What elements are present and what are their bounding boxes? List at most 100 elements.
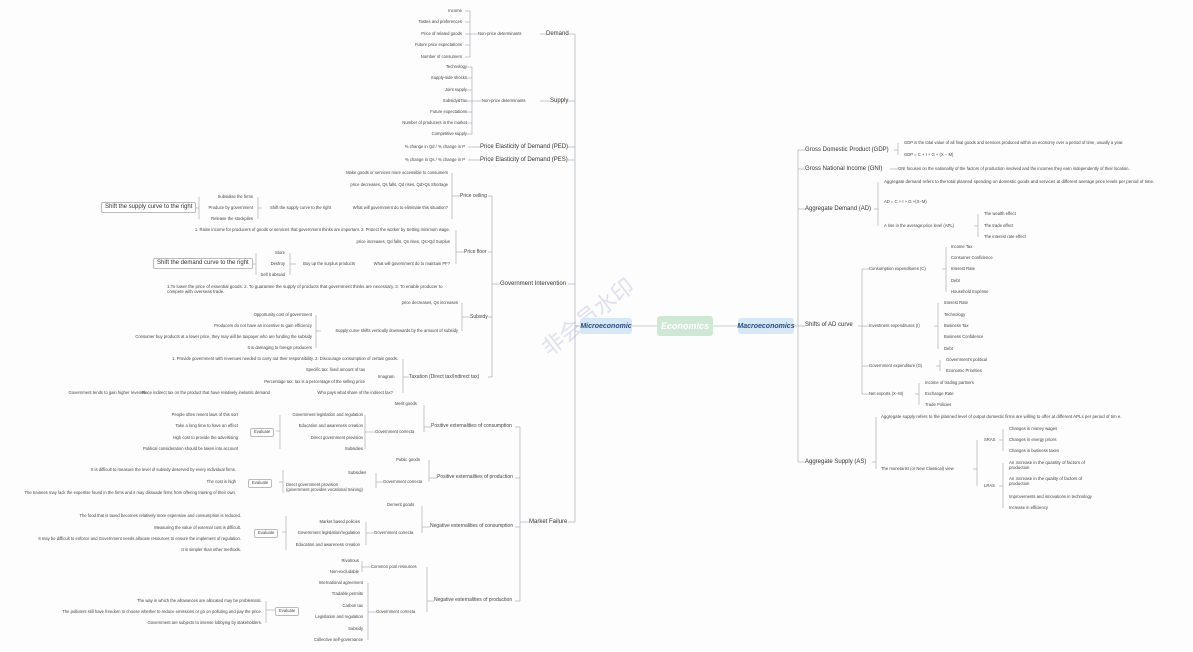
pes-formula[interactable]: % change in Qs / % change in P [404,157,465,162]
ad-formula[interactable]: AD = C + I + G +(X−M) [884,199,927,204]
supply-item[interactable]: Technology [445,64,467,69]
tax-desc[interactable]: 1. Provide government with revenues need… [172,356,398,361]
tax-question[interactable]: Who pays what share of the indirect tax? [317,390,393,395]
micro-branch[interactable]: Microeconomic [580,318,632,334]
nep-gc-item[interactable]: International agreement [318,580,363,585]
nec-eval-item[interactable]: It may be difficult to enforce and Gover… [38,536,241,541]
pec-eval-item[interactable]: Political consideration should be taken … [143,446,238,451]
nep-gc-item[interactable]: Tradable permits [331,591,363,596]
nec-eval-item[interactable]: Measuring the value of external cost is … [154,525,241,530]
ad-effect[interactable]: The interest rate effect [984,234,1026,239]
consumption-item[interactable]: Household Expense [951,289,989,294]
gni-def[interactable]: GNI focuses on the nationality of the fa… [898,166,1130,171]
lras-item[interactable]: An increase in the quality of factors of… [1009,476,1083,487]
net-exports-node[interactable]: Net exports (X−M) [869,391,904,396]
pep-gc-item[interactable]: Subsidies [348,470,367,475]
tax-answer[interactable]: Place indirect tax on the product that h… [141,390,271,395]
ad-node[interactable]: Aggregate Demand (AD) [805,206,872,212]
subsidy-desc[interactable]: price decreases, Qs increases [401,300,458,305]
subsidy-note[interactable]: Consumer buy products at a lower price, … [135,334,312,339]
sras-item[interactable]: Changes in business taxes [1009,448,1060,453]
supply-sub[interactable]: Non-price determinants [482,98,526,103]
nep-gc-item[interactable]: Subsidy [348,626,363,631]
investment-item[interactable]: Interest Rate [944,300,968,305]
gdp-formula[interactable]: GDP = C + I + G + (X − M) [904,152,954,157]
pep-eval-item[interactable]: The trainees may lack the expertise foun… [24,490,237,495]
nec-gc-item[interactable]: Education and awareness creation [295,542,360,547]
subsidy-note[interactable]: Opportunity cost of government [253,312,312,317]
nec-gc-item[interactable]: Government legislation/regulation [297,530,360,535]
pec-gc[interactable]: Government correcta [375,429,415,434]
subsidy-desc[interactable]: 1.To lower the price of essential goods.… [167,284,443,295]
demand-item[interactable]: Tastes and preferences [418,19,462,24]
nec-evaluate[interactable]: Evaluate [254,529,279,538]
nep-node[interactable]: Negative externalities of production [434,597,513,603]
floor-answer[interactable]: Buy up the surplus products [303,261,355,266]
net-exports-item[interactable]: Trade Policies [925,402,952,407]
sras-item[interactable]: Changes in energy prices [1009,437,1057,442]
ad-shifts-node[interactable]: Shifts of AD curve [805,322,853,328]
pep-gc[interactable]: Government correcta [383,479,423,484]
supply-item[interactable]: Subsidy&Tax [442,98,467,103]
pep-g1[interactable]: Public goods [396,457,420,462]
lras-item[interactable]: Increase in efficiency [1009,505,1049,510]
root-node[interactable]: Economics [657,316,713,336]
investment-item[interactable]: Business Tax [944,323,969,328]
consumption-item[interactable]: Consumer Confidence [951,255,993,260]
pec-evaluate[interactable]: Evaluate [250,428,275,437]
floor-mean[interactable]: Store [274,250,285,255]
pep-evaluate[interactable]: Evaluate [248,479,273,488]
demand-item[interactable]: Price of related goods [421,31,462,36]
pep-gc-item[interactable]: Direct government provision (government … [286,482,363,492]
supply-item[interactable]: Joint supply [444,87,467,92]
sras-node[interactable]: SRAS [984,437,996,442]
nec-node[interactable]: Negative externalities of consumption [430,523,514,529]
ceiling-mean[interactable]: Subsidise the firms [217,194,253,199]
ceiling-mean[interactable]: Produce by government [208,205,253,210]
nep-eval-item[interactable]: The polluters still have freedom to choo… [62,609,262,614]
nep-eval-item[interactable]: Government are subjects to intense lobby… [147,620,262,625]
floor-desc[interactable]: 1. Raise income for producers of goods o… [194,227,450,232]
subsidy-node[interactable]: Subsidy [470,314,488,320]
pep-eval-item[interactable]: The cost is high [206,479,236,484]
lras-item[interactable]: Improvements and innovations in technolo… [1009,494,1092,499]
demand-item[interactable]: Income [448,8,462,13]
gov-exp-item[interactable]: Economic Priorities [946,368,982,373]
ceiling-mean[interactable]: Release the stockpiles [211,216,253,221]
ad-effect[interactable]: The trade effect [984,223,1014,228]
tax-item[interactable]: Percentage tax: tax is a percentage of t… [264,379,365,384]
demand-node[interactable]: Demand [546,31,569,37]
pec-eval-item[interactable]: High cost to provide the advertising [172,435,238,440]
consumption-item[interactable]: Debt [951,278,960,283]
nec-gc-item[interactable]: Market based policies [319,519,361,524]
floor-mean[interactable]: Destroy [270,261,285,266]
nep-gc-item[interactable]: Legislation and regulation [315,614,363,619]
ceiling-desc[interactable]: Make goods or services more accessible t… [346,170,448,175]
floor-mean[interactable]: Sell it abroad [260,272,285,277]
ad-apl[interactable]: A rise in the average price level (APL) [884,223,955,228]
investment-item[interactable]: Technology [944,312,966,317]
as-node[interactable]: Aggregate Supply (AS) [805,459,867,465]
net-exports-item[interactable]: Exchange Rate [925,391,954,396]
tax-sub[interactable]: Imagram [378,374,395,379]
supply-item[interactable]: Competitive supply [431,131,467,136]
taxation-node[interactable]: Taxation (Direct tax/Indirect tax) [409,374,480,380]
pec-eval-item[interactable]: Take a long time to have an effect [175,423,238,428]
gov-expenditure-node[interactable]: Government expenditure (G) [869,363,923,368]
subsidy-note[interactable]: It is damaging to foreign producers [247,345,312,350]
pec-g1[interactable]: Merit goods [395,401,417,406]
gni-node[interactable]: Gross National Income (GNI) [805,166,883,172]
market-failure-node[interactable]: Market Failure [529,519,568,525]
consumption-item[interactable]: Interest Rate [951,266,975,271]
pec-node[interactable]: Positive externalities of consumption [431,423,512,429]
subsidy-effect[interactable]: Supply curve shifts vertically downwards… [335,328,458,333]
nep-gc-item[interactable]: Collective self-governance [313,637,363,642]
net-exports-item[interactable]: Income of trading partners [925,380,974,385]
gdp-def[interactable]: GDP is the total value of all final good… [904,140,1124,145]
nep-g1-item[interactable]: Rivalrous [341,558,359,563]
ad-effect[interactable]: The wealth effect [984,211,1016,216]
demand-item[interactable]: Future price expectations [414,42,462,47]
tax-note[interactable]: Government tends to gain higher revenue. [68,390,147,395]
pes-node[interactable]: Price Elasticity of Demand (PES) [480,157,568,163]
consumption-item[interactable]: Income Tax [951,244,973,249]
